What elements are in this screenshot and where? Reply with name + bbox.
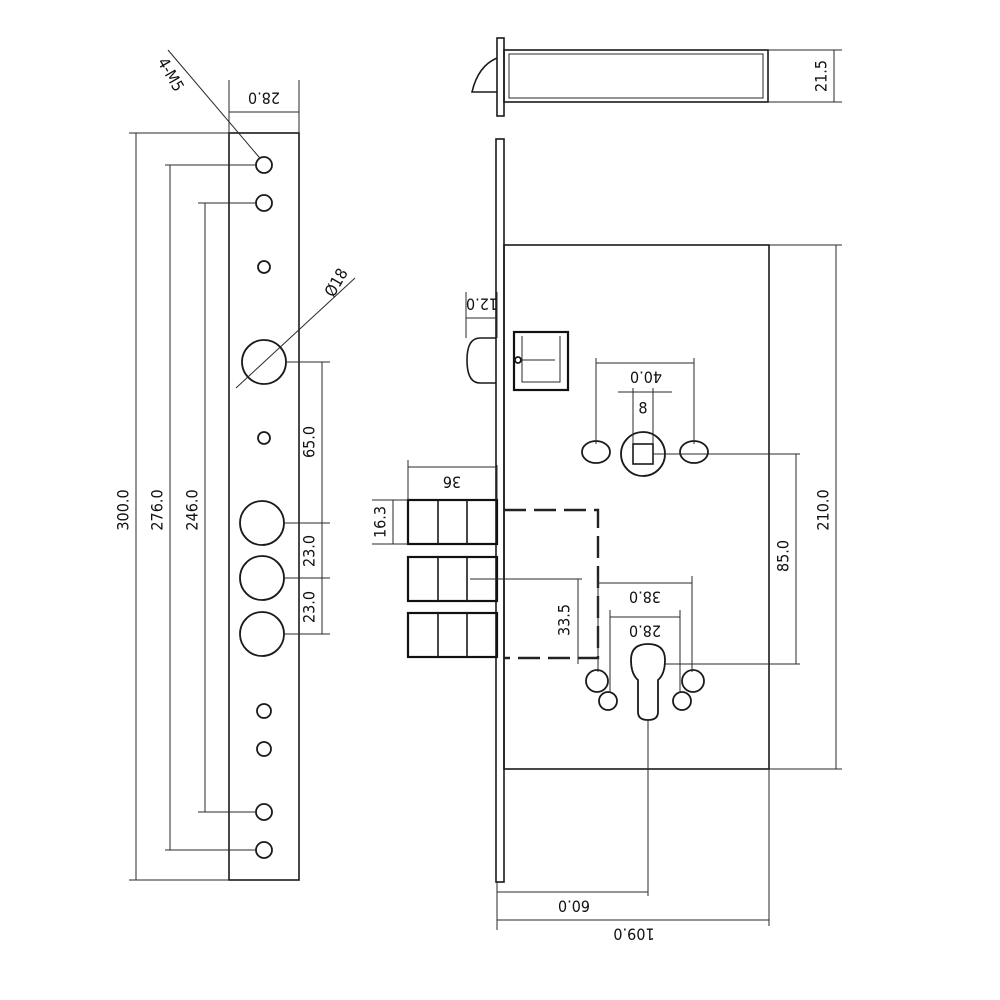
screw-hole: [257, 431, 271, 445]
bolt-carrier: [504, 508, 600, 660]
dead-bolt: [406, 611, 499, 659]
dead-bolt: [406, 498, 499, 546]
dim-bolt-height: 16.3: [371, 506, 390, 538]
dim-hole-span-outer: 276.0: [148, 489, 167, 530]
dim-big-hole-dia: Ø18: [320, 265, 351, 300]
mounting-hole: [255, 803, 273, 821]
dim-plate-width: 28.0: [248, 89, 280, 108]
dim-backset: 60.0: [558, 897, 590, 916]
dim-bolt-pitch-2: 23.0: [300, 591, 319, 623]
bolt-hole: [239, 555, 285, 601]
mounting-hole: [255, 156, 273, 174]
dim-bolt-to-cylinder: 33.5: [555, 604, 574, 636]
dim-spindle-to-cylinder: 85.0: [774, 540, 793, 572]
dim-spindle-to-bolt: 65.0: [300, 426, 319, 458]
cylinder-cutout: [585, 643, 705, 721]
dim-faceplate-depth: 21.5: [812, 60, 831, 92]
lock-case: [503, 244, 770, 770]
bolt-hole: [239, 500, 285, 546]
latch-bolt: [466, 330, 570, 392]
dim-cylinder-spacing-inner: 28.0: [629, 622, 661, 641]
faceplate-front-view: 28.0 4-M5 Ø18 300.0 276.0: [114, 49, 356, 881]
dim-hole-spec: 4-M5: [154, 54, 188, 95]
screw-hole: [257, 260, 271, 274]
dim-handle-hole-spacing: 40.0: [630, 368, 662, 387]
mounting-hole: [255, 194, 273, 212]
bolt-hole: [239, 611, 285, 657]
screw-hole: [256, 703, 272, 719]
faceplate-outline: [228, 132, 300, 881]
dim-cylinder-hole-spacing: 38.0: [629, 588, 661, 607]
dim-hole-span-inner: 246.0: [183, 489, 202, 530]
lock-body-side-view: 12.0 40.0 8: [371, 138, 842, 944]
dim-bolt-throw: 36: [443, 473, 461, 492]
dim-total-length: 300.0: [114, 489, 133, 530]
dim-bolt-pitch-1: 23.0: [300, 535, 319, 567]
dim-latch-height: 12.0: [466, 295, 498, 314]
lock-end-view: 21.5: [470, 37, 842, 117]
screw-hole: [256, 741, 272, 757]
dim-spindle-square: 8: [638, 399, 647, 418]
dim-case-width: 109.0: [613, 925, 654, 944]
dim-case-height: 210.0: [814, 489, 833, 530]
mounting-hole: [255, 841, 273, 859]
